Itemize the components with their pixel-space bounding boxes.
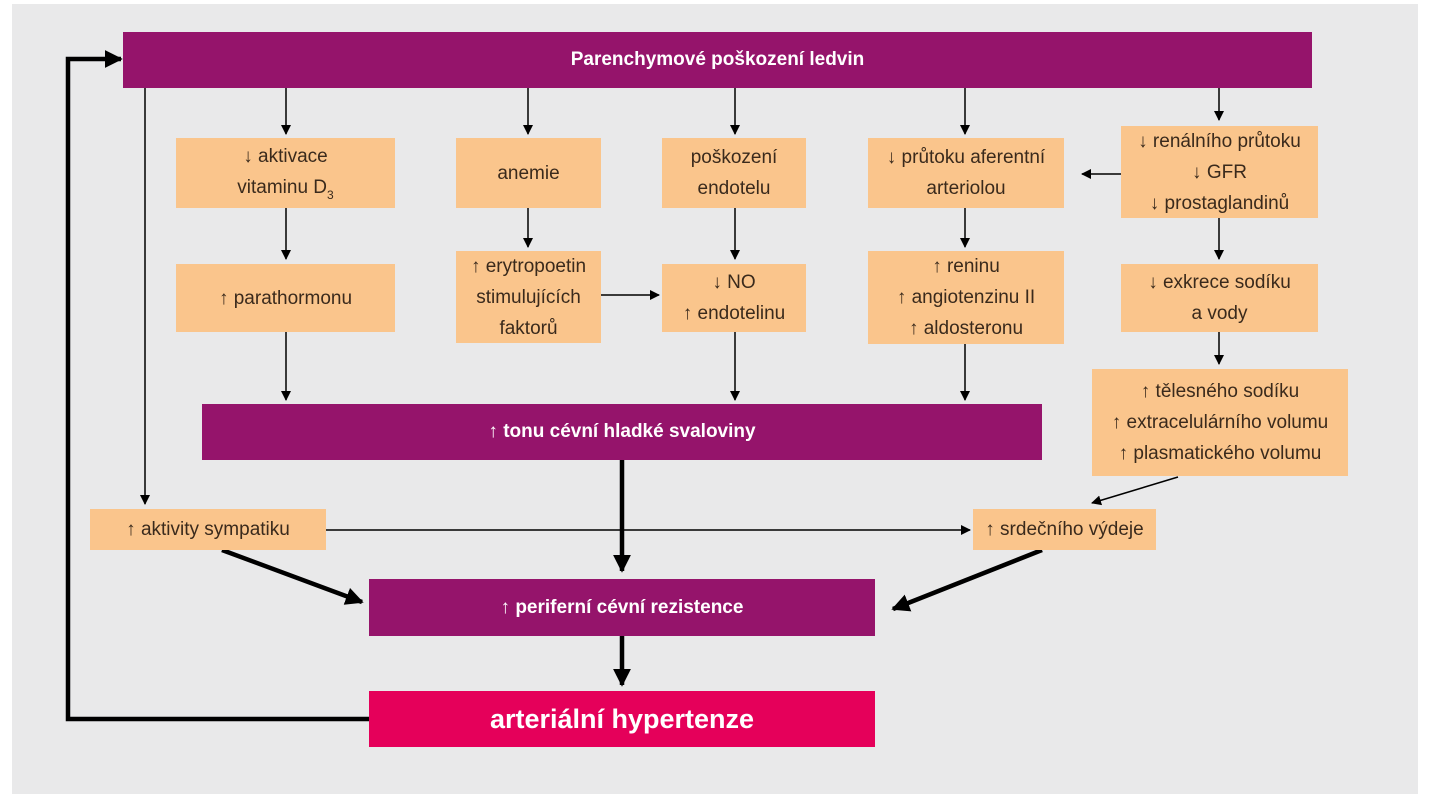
no-endothelin-line1: ↓ NO: [712, 272, 756, 293]
body-sodium-box: ↑ tělesného sodíku ↑ extracelulárního vo…: [1092, 369, 1348, 476]
hypertension-label: arteriální hypertenze: [489, 703, 755, 734]
cardiac-output-box: ↑ srdečního výdeje: [973, 509, 1156, 550]
parathormone-box: ↑ parathormonu: [176, 264, 395, 332]
endothelium-damage-line1: poškození: [690, 147, 778, 168]
sympathetic-activity-box: ↑ aktivity sympatiku: [90, 509, 326, 550]
anemia-label: anemie: [497, 162, 560, 184]
afferent-flow-line1: ↓ průtoku aferentní: [886, 147, 1046, 168]
renal-flow-line2: ↓ GFR: [1192, 161, 1247, 183]
renal-flow-line1: ↓ renálního průtoku: [1138, 130, 1301, 152]
hypertension-box: arteriální hypertenze: [369, 691, 875, 747]
erythropoietin-line2: stimulujících: [476, 286, 581, 308]
renal-flow-box: ↓ renálního průtoku ↓ GFR ↓ prostaglandi…: [1121, 126, 1318, 218]
cardiac-output-label: ↑ srdečního výdeje: [985, 519, 1144, 540]
anemia-box: anemie: [456, 138, 601, 208]
parathormone-label: ↑ parathormonu: [218, 287, 353, 309]
sodium-excretion-box: ↓ exkrece sodíku a vody: [1121, 264, 1318, 332]
no-endothelin-line2: ↑ endotelinu: [682, 303, 786, 324]
arrow-cardiac-output-to-resistance: [891, 547, 1043, 612]
vitamin-d-line1: ↓ aktivace: [243, 146, 328, 167]
peripheral-resistance-box: ↑ periferní cévní rezistence: [369, 579, 875, 636]
arrow-sympathetic-to-resistance: [221, 547, 364, 605]
renin-box: ↑ reninu ↑ angiotenzinu II ↑ aldosteronu: [868, 251, 1064, 344]
body-sodium-line3: ↑ plasmatického volumu: [1118, 443, 1322, 464]
no-endothelin-box: ↓ NO ↑ endotelinu: [662, 264, 806, 332]
erythropoietin-line3: faktorů: [499, 317, 558, 339]
erythropoietin-box: ↑ erytropoetin stimulujících faktorů: [456, 251, 601, 343]
endothelium-damage-box: poškození endotelu: [662, 138, 806, 208]
renin-line2: ↑ angiotenzinu II: [896, 287, 1036, 308]
sodium-excretion-line1: ↓ exkrece sodíku: [1148, 272, 1291, 293]
renin-line3: ↑ aldosteronu: [908, 318, 1024, 339]
erythropoietin-line1: ↑ erytropoetin: [470, 255, 587, 277]
body-sodium-line1: ↑ tělesného sodíku: [1140, 381, 1300, 402]
sympathetic-activity-label: ↑ aktivity sympatiku: [126, 519, 290, 540]
afferent-flow-line2: arteriolou: [926, 178, 1006, 199]
parenchyma-damage-box: Parenchymové poškození ledvin: [123, 32, 1312, 88]
smooth-muscle-tone-box: ↑ tonu cévní hladké svaloviny: [202, 404, 1042, 460]
arrow-hypertension-feedback-loop: [65, 50, 369, 722]
sodium-excretion-line2: a vody: [1191, 303, 1248, 324]
parenchyma-damage-label: Parenchymové poškození ledvin: [570, 49, 865, 70]
body-sodium-line2: ↑ extracelulárního volumu: [1111, 412, 1329, 433]
afferent-flow-box: ↓ průtoku aferentní arteriolou: [868, 138, 1064, 208]
vitamin-d-box: ↓ aktivace vitaminu D3: [176, 138, 395, 208]
vitamin-d-line2: vitaminu D3: [237, 177, 334, 202]
renal-flow-line3: ↓ prostaglandinů: [1149, 192, 1290, 214]
renin-line1: ↑ reninu: [932, 256, 1000, 277]
peripheral-resistance-label: ↑ periferní cévní rezistence: [500, 596, 744, 618]
arrow-body-sodium-to-cardiac-output: [1091, 476, 1179, 506]
endothelium-damage-line2: endotelu: [697, 178, 771, 199]
smooth-muscle-tone-label: ↑ tonu cévní hladké svaloviny: [488, 421, 756, 442]
